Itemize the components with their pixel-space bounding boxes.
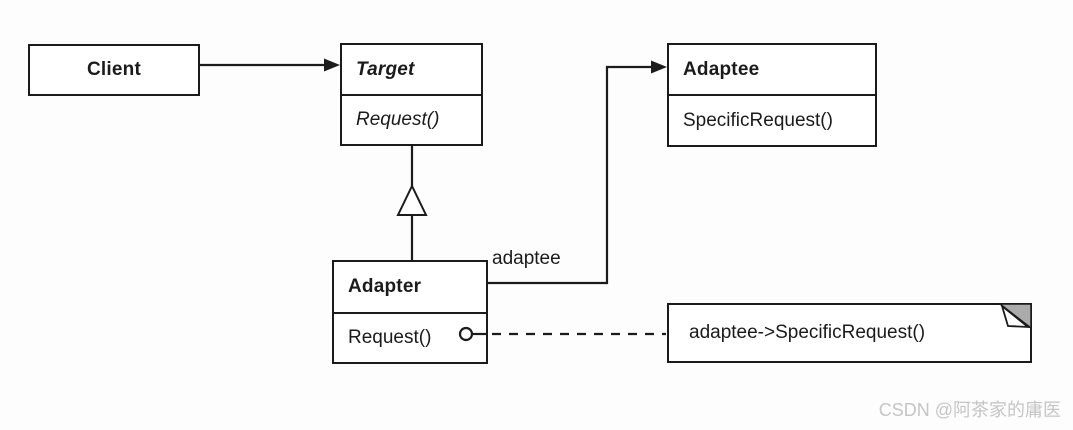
adapter-title-compartment: Adapter — [334, 262, 486, 314]
inheritance-triangle-icon — [396, 183, 428, 216]
target-method-compartment: Request() — [342, 96, 481, 144]
method-adaptee-specificrequest: SpecificRequest() — [683, 109, 833, 131]
class-name-target: Target — [356, 58, 415, 80]
client-title-compartment: Client — [30, 46, 198, 94]
association-role-label-adaptee: adaptee — [492, 248, 561, 269]
class-name-client: Client — [87, 59, 141, 80]
class-name-adapter: Adapter — [348, 276, 422, 297]
arrowhead-icon — [324, 58, 340, 72]
class-name-adaptee: Adaptee — [683, 58, 760, 80]
class-box-target: Target Request() — [340, 43, 483, 146]
class-box-adaptee: Adaptee SpecificRequest() — [667, 43, 877, 147]
csdn-watermark: CSDN @阿茶家的庸医 — [878, 400, 1061, 420]
arrowhead-icon — [651, 60, 667, 74]
note-text: adaptee->SpecificRequest() — [689, 322, 926, 343]
adapter-method-compartment: Request() — [334, 314, 486, 362]
method-target-request: Request() — [356, 109, 440, 130]
implementation-note: adaptee->SpecificRequest() — [667, 303, 1032, 363]
method-adapter-request: Request() — [348, 327, 432, 348]
class-box-adapter: Adapter Request() — [332, 260, 488, 364]
target-title-compartment: Target — [342, 45, 481, 96]
class-box-client: Client — [28, 44, 200, 96]
adaptee-title-compartment: Adaptee — [669, 45, 875, 96]
adaptee-method-compartment: SpecificRequest() — [669, 96, 875, 145]
